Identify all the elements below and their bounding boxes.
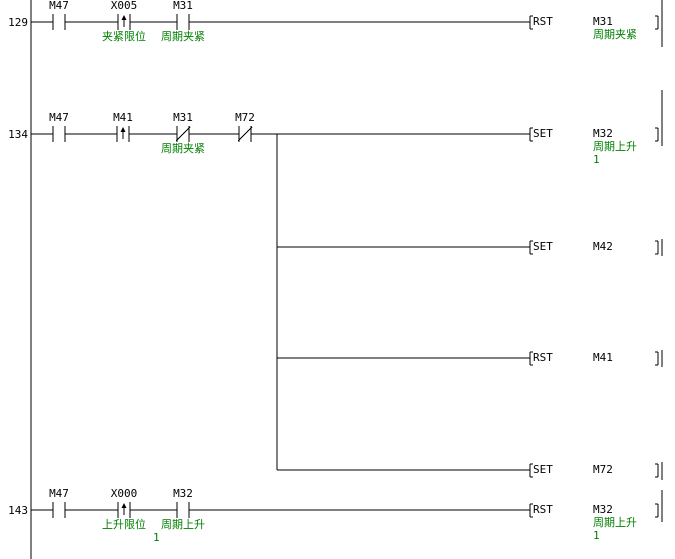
- contact-comment: 周期夹紧: [161, 30, 205, 43]
- contact-m41-arrow-head: [120, 127, 126, 132]
- contact-device-label: M72: [235, 111, 255, 124]
- contact-m72-slash: [237, 126, 253, 142]
- contact-x000-arrow-head: [121, 503, 127, 508]
- contact-device-label: M47: [49, 487, 69, 500]
- output-comment: 周期上升: [593, 140, 637, 153]
- output-device: M41: [593, 351, 613, 364]
- contact-comment: 上升限位: [102, 517, 146, 531]
- contact-comment: 周期夹紧: [161, 142, 205, 155]
- output-comment: 1: [593, 529, 600, 542]
- contact-m31-slash: [175, 126, 191, 142]
- output-instruction: SET: [533, 127, 553, 140]
- step-number: 134: [8, 128, 28, 141]
- contact-device-label: X000: [111, 487, 138, 500]
- contact-device-label: M41: [113, 111, 133, 124]
- contact-device-label: M31: [173, 0, 193, 12]
- contact-comment: 1: [153, 531, 160, 544]
- step-number: 143: [8, 504, 28, 517]
- contact-x005-arrow-head: [121, 15, 127, 20]
- contact-comment: 周期上升: [161, 518, 205, 531]
- contact-device-label: M47: [49, 111, 69, 124]
- output-instruction: SET: [533, 240, 553, 253]
- output-device: M42: [593, 240, 613, 253]
- contact-device-label: M31: [173, 111, 193, 124]
- step-number: 129: [8, 16, 28, 29]
- contact-device-label: M32: [173, 487, 193, 500]
- output-comment: 1: [593, 153, 600, 166]
- contact-device-label: M47: [49, 0, 69, 12]
- output-device: M32: [593, 127, 613, 140]
- contact-comment: 夹紧限位: [102, 29, 146, 43]
- output-device: M72: [593, 463, 613, 476]
- output-instruction: RST: [533, 503, 553, 516]
- output-instruction: SET: [533, 463, 553, 476]
- output-device: M31: [593, 15, 613, 28]
- contact-device-label: X005: [111, 0, 138, 12]
- output-comment: 周期夹紧: [593, 28, 637, 41]
- output-device: M32: [593, 503, 613, 516]
- output-instruction: RST: [533, 351, 553, 364]
- output-comment: 周期上升: [593, 516, 637, 529]
- output-instruction: RST: [533, 15, 553, 28]
